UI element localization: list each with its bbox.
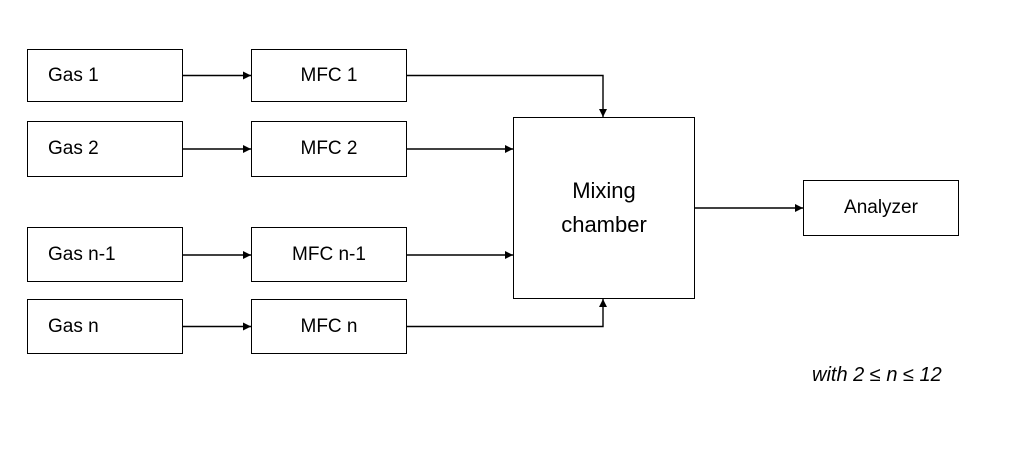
gas-1-box: Gas 1 — [27, 49, 183, 102]
gas-n-label: Gas n — [48, 315, 99, 337]
gas-2-label: Gas 2 — [48, 138, 99, 160]
mfc-n-label: MFC n — [300, 315, 358, 337]
mfc-2-box: MFC 2 — [251, 121, 407, 177]
mfc-n-minus-1-box: MFC n-1 — [251, 227, 407, 282]
gas-2-box: Gas 2 — [27, 121, 183, 177]
analyzer-label: Analyzer — [844, 197, 918, 219]
gas-n-minus-1-box: Gas n-1 — [27, 227, 183, 282]
gas-n-minus-1-label: Gas n-1 — [48, 243, 116, 265]
gas-1-label: Gas 1 — [48, 64, 99, 86]
gas-n-box: Gas n — [27, 299, 183, 354]
arrow-mfc-1-to-mixing-chamber — [407, 74, 607, 117]
analyzer-box: Analyzer — [803, 180, 959, 236]
mfc-1-label: MFC 1 — [300, 64, 358, 86]
arrow-mfc-n-to-mixing-chamber — [407, 299, 607, 328]
mfc-n-box: MFC n — [251, 299, 407, 354]
mfc-1-box: MFC 1 — [251, 49, 407, 102]
range-note: with 2 ≤ n ≤ 12 — [812, 364, 942, 386]
mfc-n-minus-1-label: MFC n-1 — [292, 243, 366, 265]
mixing-chamber-box: Mixing chamber — [513, 117, 695, 299]
mixing-chamber-label: Mixing chamber — [561, 177, 647, 237]
mfc-2-label: MFC 2 — [300, 138, 358, 160]
